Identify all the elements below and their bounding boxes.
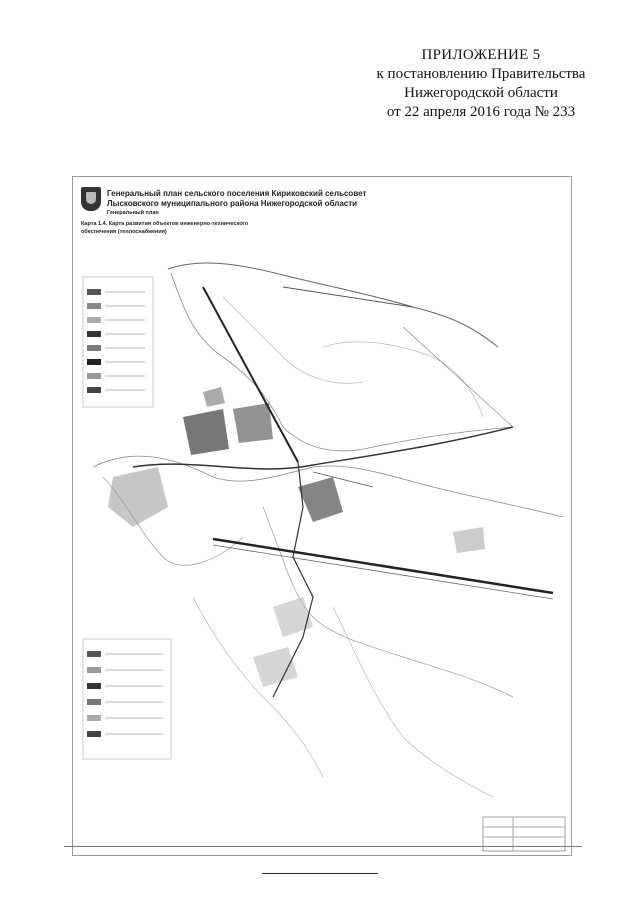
footer-divider xyxy=(262,873,378,874)
appendix-header: ПРИЛОЖЕНИЕ 5 к постановлению Правительст… xyxy=(366,46,596,122)
map-drawing xyxy=(82,262,566,852)
map-sheet: Генеральный план сельского поселения Кир… xyxy=(72,176,572,856)
map-subtitle-line1: Карта 1.4. Карта развития объектов инжен… xyxy=(81,221,249,227)
coat-of-arms-icon xyxy=(81,187,101,211)
map-subtitle-line2: обеспечения (теплоснабжения) xyxy=(81,229,167,235)
map-title-line2: Лысковского муниципального района Нижего… xyxy=(107,199,358,208)
map-title-line3: Генеральный план xyxy=(107,210,159,216)
map-title-line1: Генеральный план сельского поселения Кир… xyxy=(107,189,367,198)
appendix-title: ПРИЛОЖЕНИЕ 5 xyxy=(421,47,541,63)
appendix-line-date: от 22 апреля 2016 года № 233 xyxy=(386,104,576,120)
appendix-line-resolution: к постановлению Правительства xyxy=(376,66,586,82)
appendix-line-region: Нижегородской области xyxy=(404,85,558,101)
page-bottom-rule xyxy=(64,846,582,847)
